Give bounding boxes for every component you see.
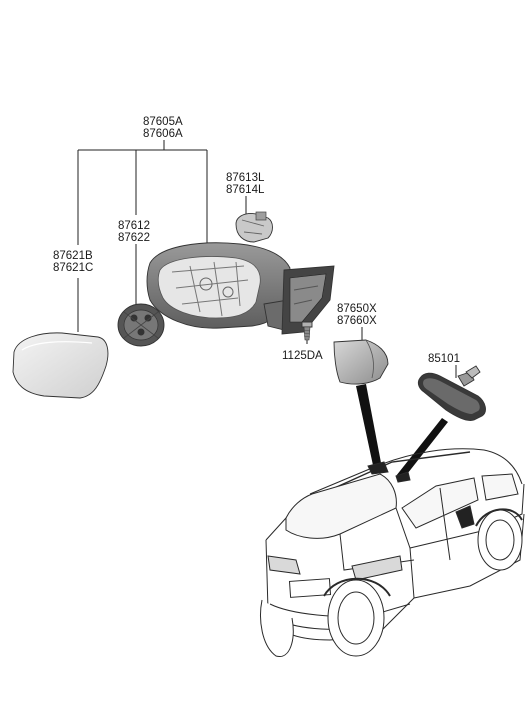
mirror-housing-icon	[146, 242, 297, 331]
label-inside-mirror: 85101	[428, 353, 460, 365]
label-glass-lh: 87621B	[53, 250, 93, 262]
screw-icon	[301, 321, 313, 341]
label-cover-rh: 87614L	[226, 184, 265, 196]
label-mirror-assy-lh: 87605A	[143, 116, 183, 128]
rearview-mirror-icon	[417, 365, 486, 421]
base-plate-icon	[281, 265, 335, 335]
label-screw: 1125DA	[282, 350, 323, 362]
mirror-glass-icon	[12, 332, 109, 399]
cover-cap-icon	[235, 211, 273, 243]
part-labels: 87605A 87606A 87613L 87614L 87612 87622 …	[53, 116, 460, 365]
garnish-icon	[333, 339, 389, 385]
label-cover-lh: 87613L	[226, 172, 265, 184]
label-garnish-lh: 87650X	[337, 303, 377, 315]
label-mirror-assy-rh: 87606A	[143, 128, 183, 140]
label-glass-rh: 87621C	[53, 262, 93, 274]
vehicle-suv-icon	[260, 448, 525, 657]
leader-lines	[77, 140, 457, 378]
callout-wedges	[356, 384, 448, 478]
label-actuator-rh: 87622	[118, 232, 150, 244]
label-garnish-rh: 87660X	[337, 315, 377, 327]
label-actuator-lh: 87612	[118, 220, 150, 232]
actuator-icon	[117, 303, 165, 347]
